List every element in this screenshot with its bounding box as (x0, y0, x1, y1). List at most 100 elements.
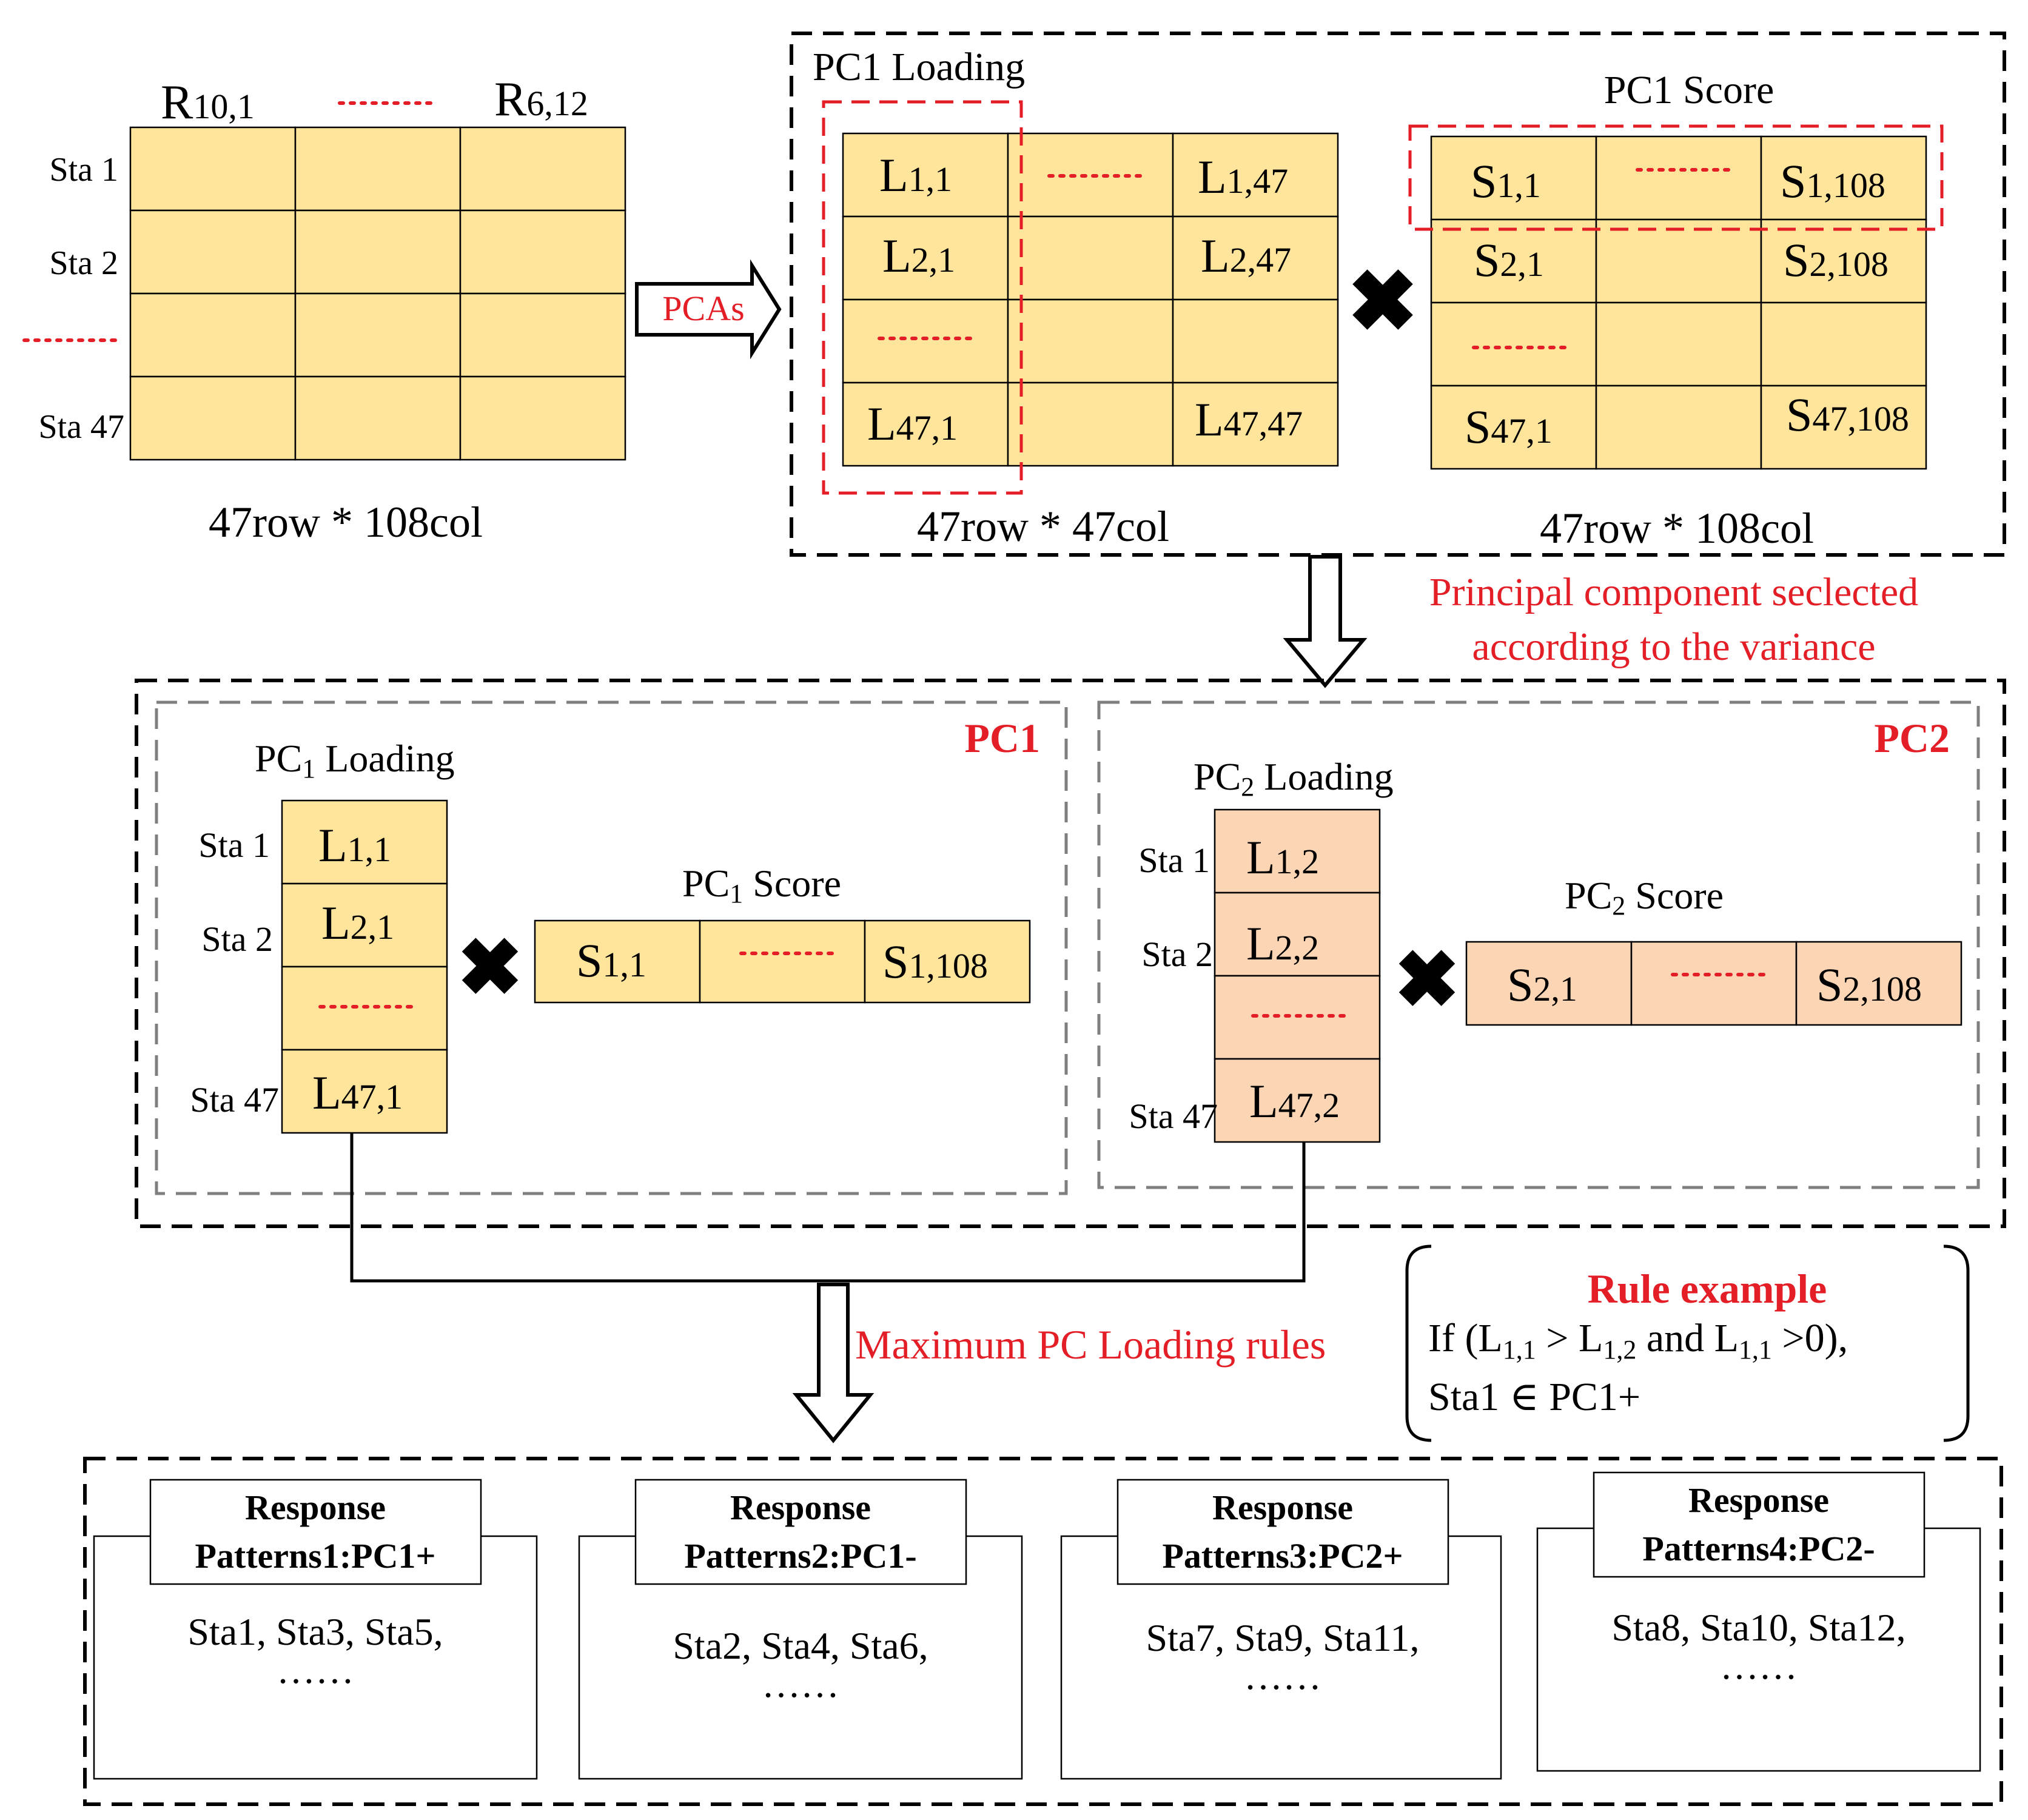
pc2-row-label: Sta 47 (1129, 1096, 1218, 1136)
input-row-label: Sta 1 (49, 151, 118, 189)
pc2-score-cell: S2,108 (1816, 958, 1922, 1011)
matrix-cell (1430, 135, 1597, 221)
pattern-more: …… (762, 1662, 839, 1705)
matrix-cell (842, 298, 1009, 384)
input-matrix-grid (129, 126, 626, 461)
right-brace (1943, 1244, 1970, 1442)
matrix-cell (1214, 1058, 1381, 1143)
pattern-title-line1: Response (730, 1488, 871, 1527)
pattern-title-line1: Response (245, 1488, 386, 1527)
selection-note-line2: according to the variance (1472, 625, 1875, 669)
loading-cell-label: L47,47 (1195, 393, 1303, 446)
matrix-cell (864, 919, 1031, 1004)
input-col-last-label: R6,12 (494, 73, 588, 126)
score-matrix-title: PC1 Score (1604, 68, 1774, 112)
pc1-panel-border (155, 700, 1068, 1195)
matrix-cell (1595, 135, 1762, 221)
matrix-cell (1760, 218, 1927, 304)
pc2-loading-cell: L2,2 (1246, 917, 1319, 970)
loading-cell-label: L2,1 (882, 229, 955, 282)
input-matrix-dims: 47row * 108col (209, 498, 483, 546)
matrix-cell (1007, 381, 1174, 467)
matrix-cell (294, 126, 462, 212)
rule-example-membership: Sta1 ∈ PC1+ (1428, 1375, 1640, 1419)
pc1-loading-highlight (822, 100, 1023, 495)
pcas-arrow: PCAs (635, 259, 782, 360)
rule-example-condition: If (L1,1 > L1,2 and L1,1 >0), (1428, 1316, 1848, 1365)
pattern-card-header (1116, 1479, 1449, 1585)
matrix-cell (1007, 132, 1174, 218)
matrix-cell (1760, 384, 1927, 470)
matrix-cell (1465, 941, 1633, 1026)
pc1-row-label: Sta 2 (201, 919, 273, 959)
pc1-score-cell: S1,1 (576, 934, 646, 987)
matrix-cell (842, 132, 1009, 218)
matrix-cell (1630, 941, 1798, 1026)
pattern-members: Sta7, Sta9, Sta11, (1146, 1616, 1420, 1659)
pc1-row-label: Sta 1 (198, 825, 270, 865)
pattern-card-2: Response Patterns2:PC1- Sta2, Sta4, Sta6… (578, 1479, 1023, 1780)
pc2-loading-title: PC2 Loading (1194, 755, 1394, 802)
pattern-title-line2: Patterns3:PC2+ (1162, 1536, 1403, 1576)
matrix-cell (1172, 381, 1339, 467)
pcas-label: PCAs (662, 289, 744, 328)
block-arrow-down-icon (1283, 555, 1368, 688)
pc2-loading-cell: L47,2 (1249, 1075, 1340, 1127)
pattern-card-header (634, 1479, 967, 1585)
pc2-panel-tag: PC2 (1874, 715, 1950, 761)
pc1-row-label: Sta 47 (190, 1080, 279, 1120)
pc2-row-label: Sta 1 (1138, 841, 1210, 880)
pc1-score-highlight (1408, 124, 1944, 231)
multiply-icon: ✖ (1394, 937, 1460, 1024)
matrix-cell (1760, 135, 1927, 221)
pc1-score-cell: S1,108 (882, 935, 988, 988)
score-matrix: PC1 Score S1,1 S1,108 S2,1 S2,108 S47,1 … (1408, 68, 1944, 552)
matrix-cell (281, 1049, 448, 1134)
connector-line (350, 1133, 1306, 1283)
rule-example-title: Rule example (1588, 1266, 1827, 1312)
selection-note-line1: Principal component seclected (1429, 570, 1918, 614)
pattern-card-4: Response Patterns4:PC2- Sta8, Sta10, Sta… (1536, 1471, 1981, 1772)
matrix-cell (281, 965, 448, 1051)
matrix-cell (129, 209, 297, 295)
pattern-members: Sta1, Sta3, Sta5, (187, 1610, 443, 1653)
pattern-more: …… (1244, 1654, 1321, 1697)
input-row-label: Sta 47 (38, 408, 124, 446)
score-cell-label: S47,1 (1465, 400, 1553, 453)
pattern-title-line2: Patterns4:PC2- (1642, 1529, 1875, 1568)
matrix-cell (1172, 215, 1339, 301)
matrix-cell (1007, 215, 1174, 301)
pc1-loading-cell: L47,1 (312, 1066, 403, 1119)
loading-cell-label: L1,1 (879, 149, 952, 201)
matrix-cell (281, 799, 448, 885)
pattern-members: Sta2, Sta4, Sta6, (673, 1624, 928, 1667)
matrix-cell (459, 375, 626, 461)
pc2-panel: PC2 PC2 Loading Sta 1 Sta 2 Sta 47 L1,2 … (1097, 700, 1980, 1189)
pattern-more: …… (1720, 1644, 1798, 1687)
loading-cell-label: L47,1 (867, 397, 958, 450)
pc1-panel-tag: PC1 (964, 715, 1040, 761)
pc1-score-title: PC1 Score (682, 862, 841, 908)
loading-cell-label: L2,47 (1201, 229, 1291, 282)
score-cell-label: S2,1 (1474, 233, 1544, 286)
score-cell-label: S47,108 (1786, 388, 1909, 441)
pattern-card-1: Response Patterns1:PC1+ Sta1, Sta3, Sta5… (93, 1479, 538, 1780)
pc1-loading-title: PC1 Loading (255, 737, 455, 784)
pc2-loading-cell: L1,2 (1246, 831, 1319, 884)
matrix-cell (1214, 808, 1381, 894)
matrix-cell (1795, 941, 1963, 1026)
matrix-cell (699, 919, 866, 1004)
pc2-score-cell: S2,1 (1507, 958, 1577, 1011)
loading-matrix: PC1 Loading L1,1 L1,47 L2,1 L2,47 L47,1 … (813, 45, 1339, 551)
matrix-cell (129, 126, 297, 212)
pc1-loading-cell: L1,1 (318, 819, 391, 871)
rule-example: Rule example If (L1,1 > L1,2 and L1,1 >0… (1405, 1244, 1970, 1442)
matrix-cell (842, 381, 1009, 467)
matrix-cell (294, 292, 462, 378)
pc2-score-title: PC2 Score (1565, 874, 1724, 921)
score-cell-label: S1,1 (1471, 155, 1541, 207)
pattern-title-line2: Patterns2:PC1- (684, 1536, 916, 1576)
matrix-cell (459, 126, 626, 212)
matrix-cell (459, 209, 626, 295)
